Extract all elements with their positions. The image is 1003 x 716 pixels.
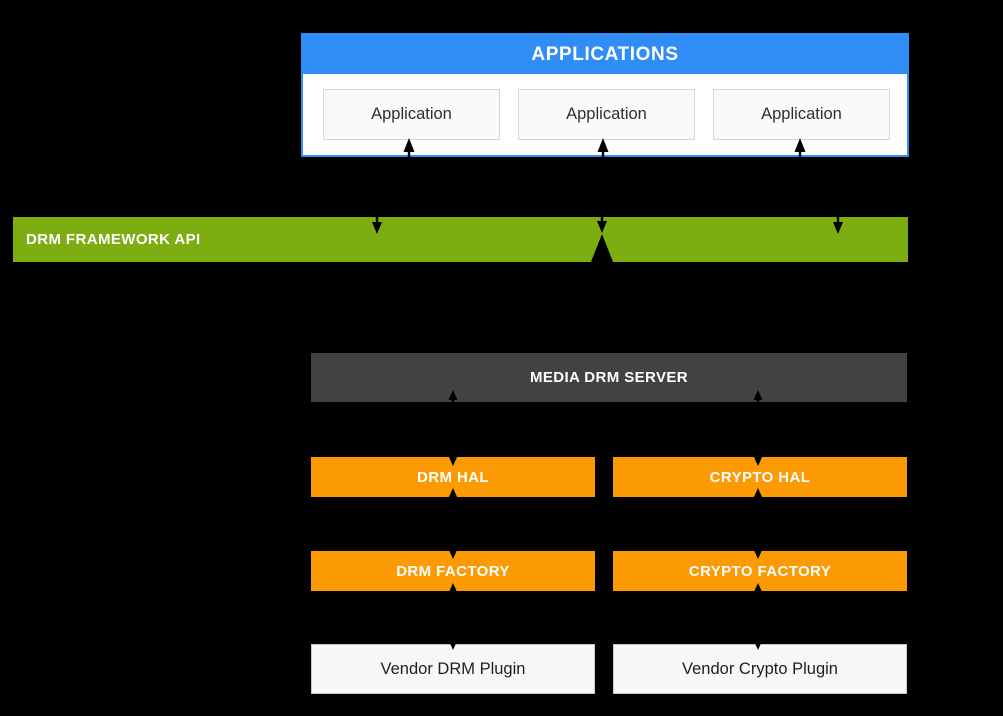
application-box-2: Application xyxy=(518,89,695,140)
vendor-crypto-plugin-label: Vendor Crypto Plugin xyxy=(682,659,838,678)
application-box-3-label: Application xyxy=(761,105,842,123)
arrow-crypto-hal-factory xyxy=(753,488,763,559)
drm-hal-box: DRM HAL xyxy=(311,457,595,497)
crypto-factory-box: CRYPTO FACTORY xyxy=(613,551,907,591)
media-drm-server-label: MEDIA DRM SERVER xyxy=(529,369,689,386)
application-box-3: Application xyxy=(713,89,890,140)
drm-framework-api-bar: DRM FRAMEWORK API xyxy=(13,217,908,262)
application-box-2-label: Application xyxy=(566,105,647,123)
vendor-drm-plugin-box: Vendor DRM Plugin xyxy=(311,644,595,694)
application-box-1-label: Application xyxy=(371,105,452,123)
media-drm-server-box: MEDIA DRM SERVER xyxy=(311,353,907,402)
application-box-1: Application xyxy=(323,89,500,140)
drm-factory-label: DRM FACTORY xyxy=(396,562,510,580)
drm-factory-box: DRM FACTORY xyxy=(311,551,595,591)
arrow-drm-hal-factory xyxy=(448,488,458,559)
applications-header: APPLICATIONS xyxy=(303,35,907,74)
vendor-drm-plugin-label: Vendor DRM Plugin xyxy=(380,659,526,678)
arrow-drm-factory-vendor xyxy=(448,583,458,650)
drm-framework-api-label: DRM FRAMEWORK API xyxy=(26,231,201,248)
vendor-crypto-plugin-box: Vendor Crypto Plugin xyxy=(613,644,907,694)
arrow-crypto-factory-vendor xyxy=(753,583,763,650)
crypto-factory-label: CRYPTO FACTORY xyxy=(688,562,832,580)
applications-container: APPLICATIONS Application Application App… xyxy=(301,33,909,157)
crypto-hal-label: CRYPTO HAL xyxy=(709,468,811,486)
crypto-hal-box: CRYPTO HAL xyxy=(613,457,907,497)
drm-hal-label: DRM HAL xyxy=(417,468,489,486)
